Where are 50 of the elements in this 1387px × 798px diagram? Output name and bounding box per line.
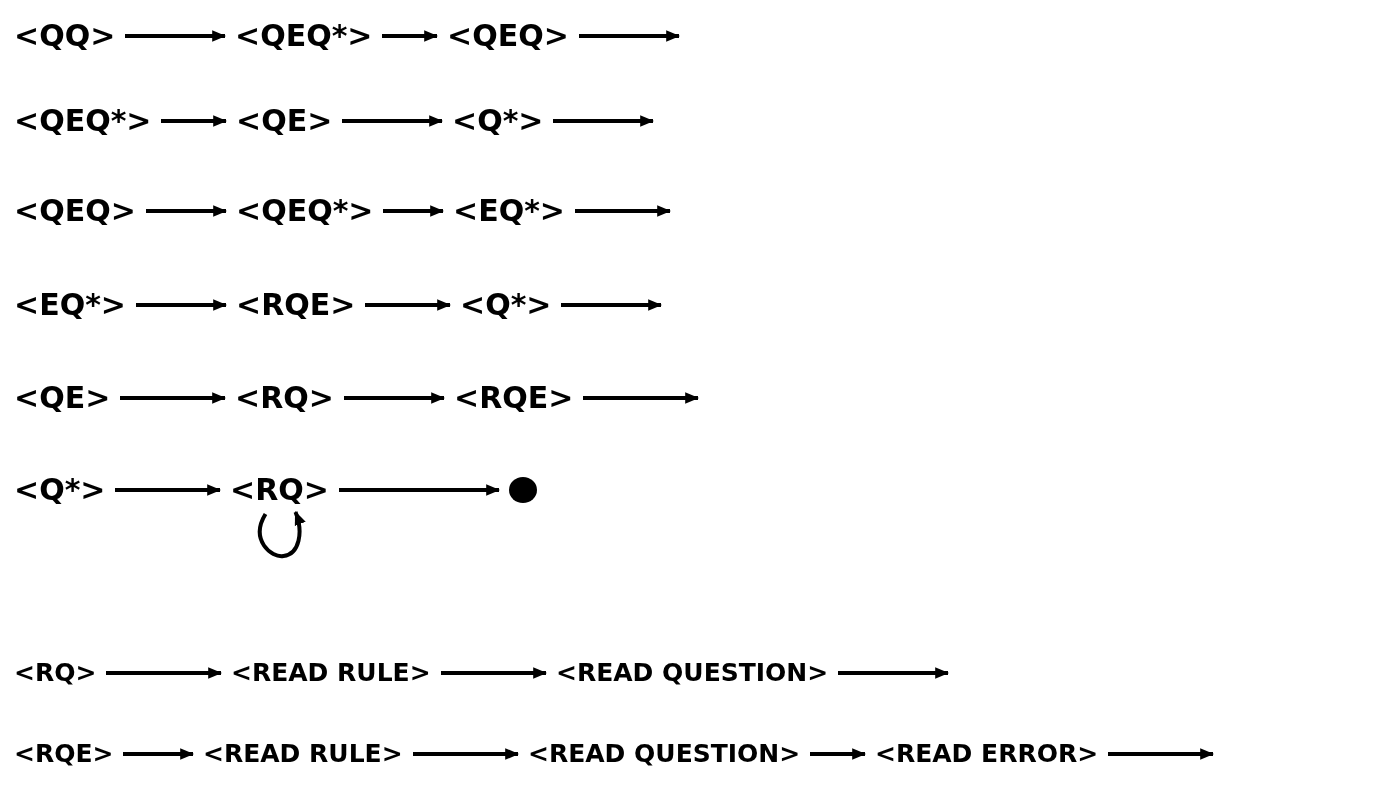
- loop-arrow: [258, 510, 306, 558]
- nonterminal-label: <RQE>: [236, 287, 356, 323]
- nonterminal-label: <RQ>: [14, 658, 97, 688]
- nonterminal-label: <RQ>: [235, 380, 334, 416]
- nonterminal-label: <Q*>: [460, 287, 552, 323]
- arrow: [441, 667, 548, 679]
- arrow: [342, 115, 444, 127]
- arrow: [583, 392, 700, 404]
- nonterminal-label: <QE>: [14, 380, 111, 416]
- nonterminal-label: <READ QUESTION>: [556, 658, 829, 688]
- arrow: [810, 748, 867, 760]
- arrow: [838, 667, 950, 679]
- nonterminal-label: <RQE>: [14, 739, 114, 769]
- arrow: [575, 205, 672, 217]
- nonterminal-label: <READ RULE>: [203, 739, 403, 769]
- arrow: [115, 484, 222, 496]
- nonterminal-label: <QEQ*>: [14, 103, 152, 139]
- nonterminal-label: <READ RULE>: [231, 658, 431, 688]
- arrow: [146, 205, 228, 217]
- nonterminal-label: <Q*>: [452, 103, 544, 139]
- nonterminal-label: <QE>: [236, 103, 333, 139]
- arrow: [344, 392, 446, 404]
- nonterminal-label: <QEQ>: [14, 193, 136, 229]
- arrow: [365, 299, 452, 311]
- arrow: [125, 30, 227, 42]
- nonterminal-label: <RQE>: [454, 380, 574, 416]
- nonterminal-label: <EQ*>: [14, 287, 126, 323]
- arrow: [561, 299, 663, 311]
- arrow: [553, 115, 655, 127]
- nonterminal-label: <QEQ*>: [236, 193, 374, 229]
- arrow: [382, 30, 439, 42]
- arrow: [1108, 748, 1215, 760]
- arrow: [106, 667, 223, 679]
- arrow: [579, 30, 681, 42]
- arrow: [161, 115, 228, 127]
- arrow: [120, 392, 227, 404]
- arrow: [413, 748, 520, 760]
- nonterminal-label: <RQ>: [230, 472, 329, 508]
- ink-dot: [509, 477, 537, 503]
- arrow: [123, 748, 195, 760]
- nonterminal-label: <QEQ*>: [235, 18, 373, 54]
- nonterminal-label: <READ QUESTION>: [528, 739, 801, 769]
- arrow: [136, 299, 228, 311]
- arrow: [339, 484, 501, 496]
- nonterminal-label: <QQ>: [14, 18, 116, 54]
- nonterminal-label: <QEQ>: [447, 18, 569, 54]
- nonterminal-label: <EQ*>: [453, 193, 565, 229]
- nonterminal-label: <READ ERROR>: [875, 739, 1099, 769]
- arrow: [383, 205, 445, 217]
- nonterminal-label: <Q*>: [14, 472, 106, 508]
